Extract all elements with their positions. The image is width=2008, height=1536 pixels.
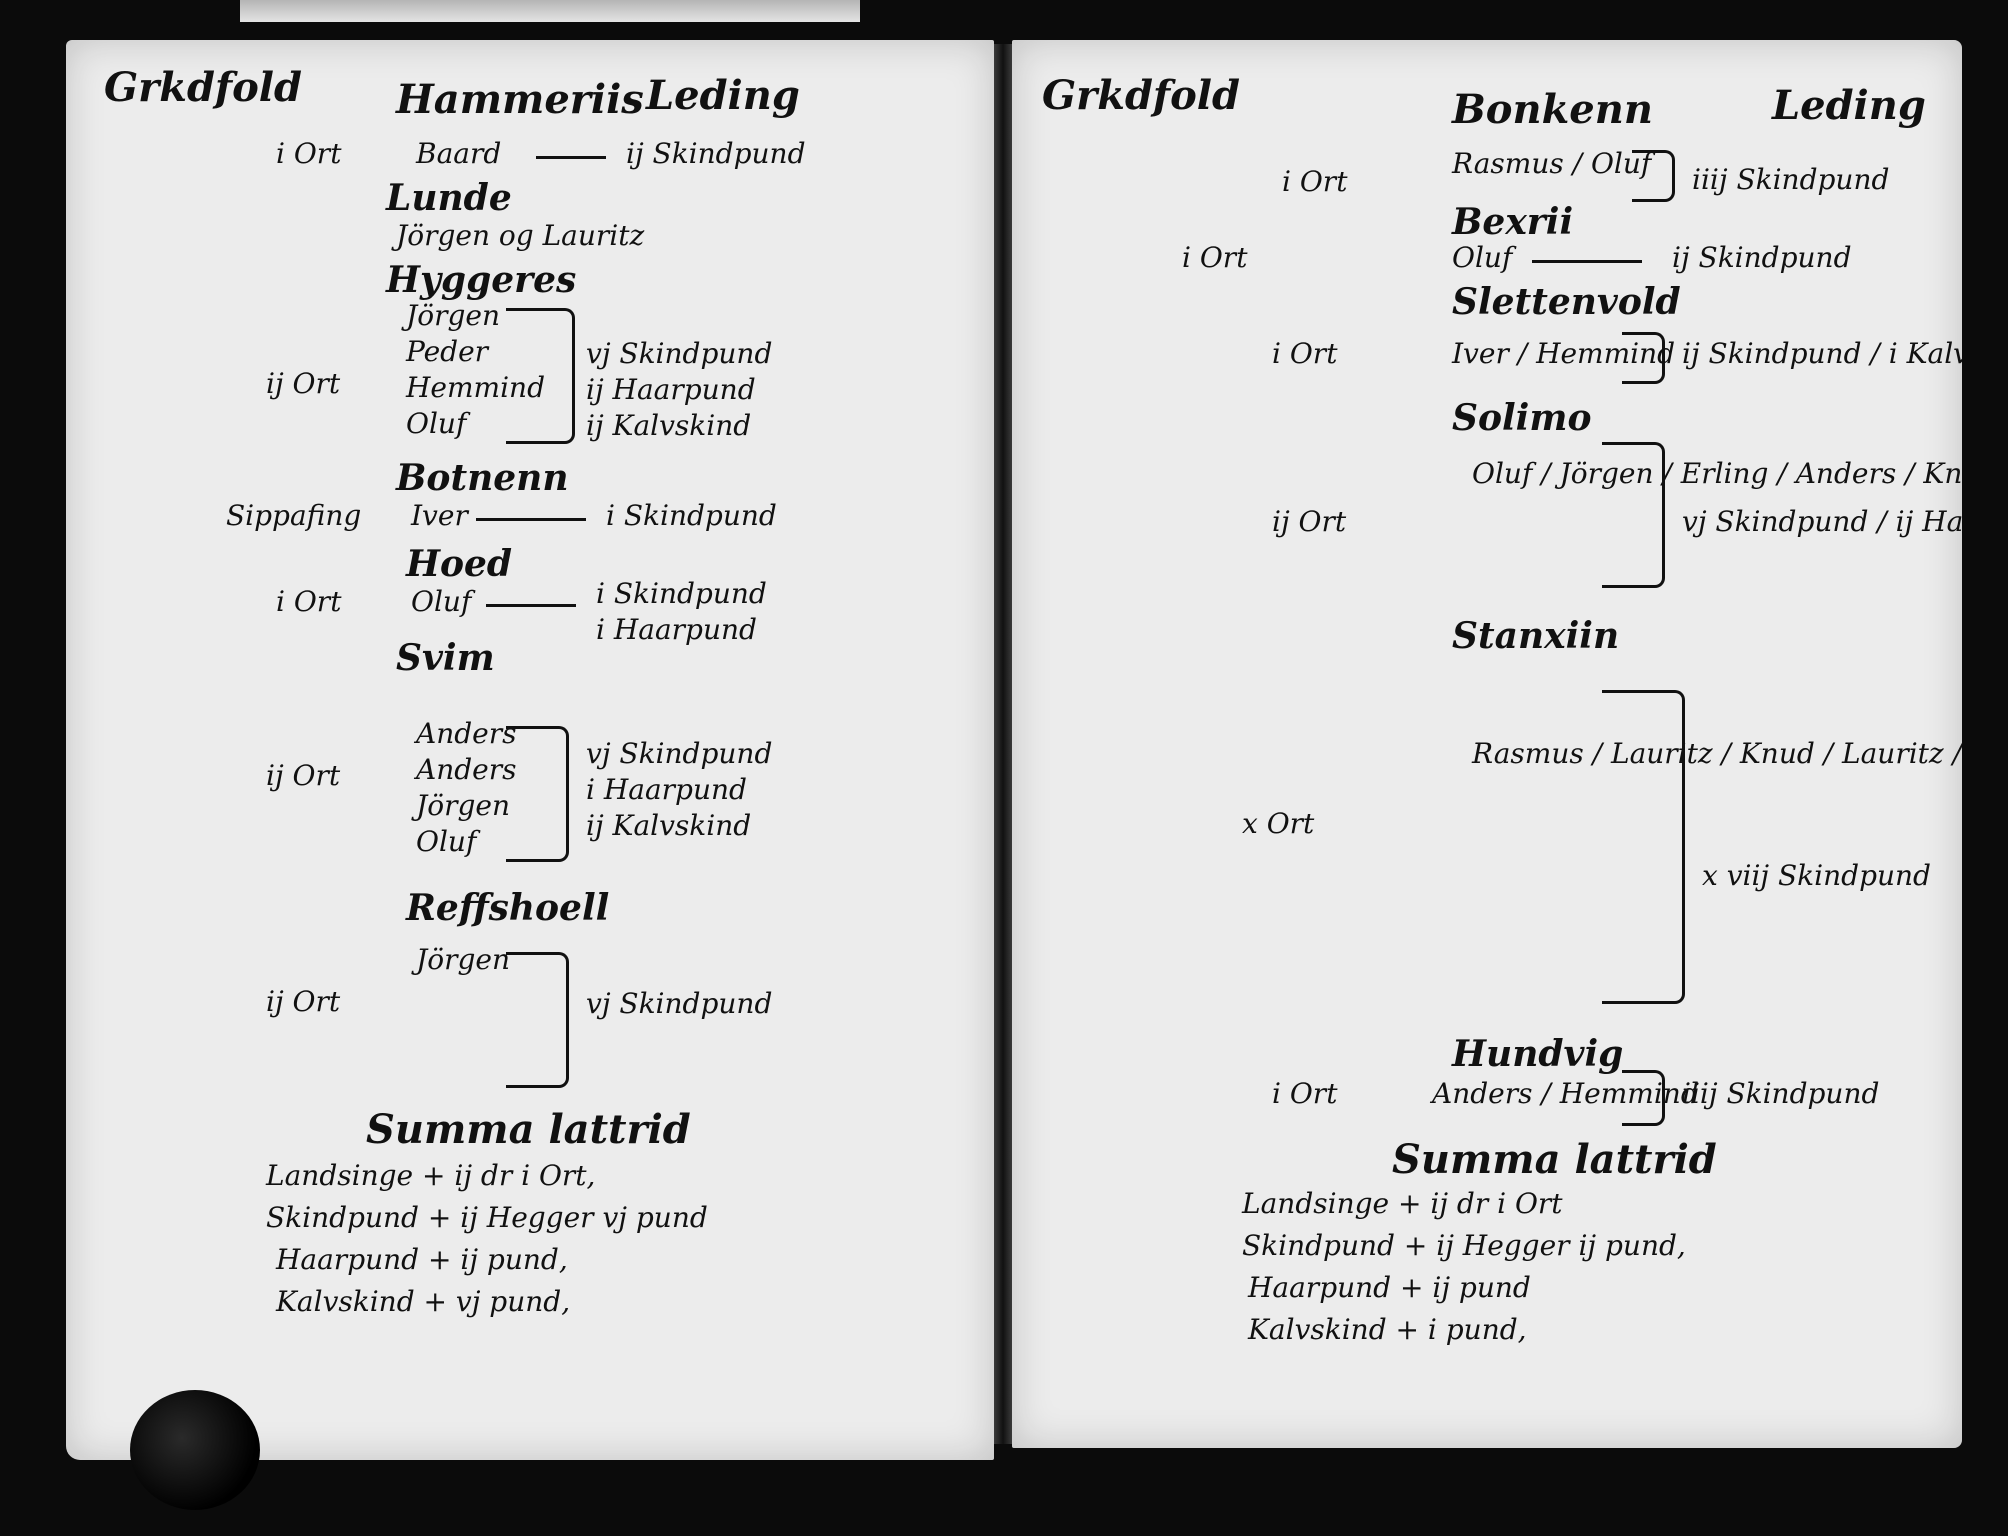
right-corner-heading: Grkdfold (1042, 72, 1240, 119)
left-amount-8: i Ort (276, 585, 342, 618)
left-name-1: Jörgen og Lauritz (396, 219, 645, 252)
right-place-1: Bexrii (1452, 201, 1574, 243)
left-value-7: i Skindpund (606, 499, 777, 532)
right-name-0: Rasmus / Oluf (1452, 147, 1652, 180)
right-rule-1 (1532, 260, 1642, 263)
right-summary-line-0: Landsinge + ij dr i Ort (1242, 1187, 1563, 1220)
left-corner-heading: Grkdfold (104, 64, 302, 111)
left-name-0: Baard (416, 137, 502, 170)
left-rule-8 (486, 604, 576, 607)
right-name-2: Iver / Hemmind (1452, 337, 1676, 370)
left-name-8: Oluf (411, 585, 472, 618)
right-value-2: ij Skindpund / i Kalvskind (1682, 337, 1962, 370)
left-value-10: vj Skindpund (586, 737, 773, 770)
left-title-leding: Leding (646, 72, 800, 119)
right-amount-3: ij Ort (1272, 505, 1347, 538)
right-title-leding: Leding (1772, 82, 1926, 129)
left-summary-line-1: Skindpund + ij Hegger vj pund (266, 1201, 708, 1234)
left-value-8: i Skindpund (596, 577, 767, 610)
left-place-9: Svim (396, 637, 495, 679)
right-amount-5: i Ort (1272, 1077, 1338, 1110)
right-amount-0: i Ort (1282, 165, 1348, 198)
left-title-place: Hammeriis (396, 76, 644, 123)
right-name-3: Oluf / Jörgen / Erling / Anders / Knud (1472, 457, 1962, 490)
left-name-5: Oluf (406, 407, 467, 440)
left-name-3: Peder (406, 335, 489, 368)
right-summary-line-3: Kalvskind + i pund, (1248, 1313, 1527, 1346)
left-place-2: Hyggeres (386, 259, 577, 301)
left-summary-line-2: Haarpund + ij pund, (276, 1243, 568, 1276)
right-place-5: Hundvig (1452, 1033, 1624, 1075)
left-brace-15 (506, 952, 569, 1088)
left-name-10: Anders (416, 717, 517, 750)
left-page: Grkdfold Hammeriis Leding i Ort Baard ij… (66, 40, 994, 1460)
right-value-5: iiij Skindpund (1682, 1077, 1880, 1110)
left-amount-0: i Ort (276, 137, 342, 170)
left-value-11: i Haarpund (586, 773, 747, 806)
right-place-3: Solimo (1452, 397, 1592, 439)
right-page: Grkdfold Bonkenn Leding i Ort Rasmus / O… (1012, 40, 1962, 1448)
right-value-1: ij Skindpund (1672, 241, 1852, 274)
left-place-1: Lunde (386, 177, 512, 219)
right-value-4: x viij Skindpund (1702, 859, 1931, 892)
left-name-7: Iver (411, 499, 468, 532)
right-name-4: Rasmus / Lauritz / Knud / Lauritz / Knud… (1472, 737, 1962, 770)
right-name-5: Anders / Hemmind (1432, 1077, 1699, 1110)
left-name-13: Oluf (416, 825, 477, 858)
left-place-6: Botnenn (396, 457, 569, 499)
left-summary-line-0: Landsinge + ij dr i Ort, (266, 1159, 596, 1192)
left-summary-heading: Summa lattrid (366, 1106, 691, 1153)
right-summary-line-1: Skindpund + ij Hegger ij pund, (1242, 1229, 1686, 1262)
right-amount-4: x Ort (1242, 807, 1315, 840)
left-value-2: vj Skindpund (586, 337, 773, 370)
left-value-15: vj Skindpund (586, 987, 773, 1020)
left-brace-10 (506, 726, 569, 862)
left-name-4: Hemmind (406, 371, 546, 404)
right-summary-line-2: Haarpund + ij pund (1248, 1271, 1531, 1304)
left-value-0: ij Skindpund (626, 137, 806, 170)
left-amount-15: ij Ort (266, 985, 341, 1018)
right-place-4: Stanxiin (1452, 615, 1620, 657)
left-amount-7: Sippafing (226, 499, 362, 532)
right-amount-1: i Ort (1182, 241, 1248, 274)
right-brace-4 (1602, 690, 1685, 1004)
right-amount-2: i Ort (1272, 337, 1338, 370)
right-title-place: Bonkenn (1452, 86, 1653, 133)
left-place-8: Hoed (406, 543, 513, 585)
left-rule-0 (536, 156, 606, 159)
binding-stain (240, 0, 860, 22)
right-value-3: vj Skindpund / ij Haarpund (1682, 505, 1962, 538)
right-value-0: iiij Skindpund (1692, 163, 1890, 196)
left-amount-10: ij Ort (266, 759, 341, 792)
right-brace-0 (1632, 150, 1675, 202)
thumb-shadow (130, 1390, 260, 1510)
left-summary-line-3: Kalvskind + vj pund, (276, 1285, 571, 1318)
left-value-4: ij Kalvskind (586, 409, 752, 442)
left-brace-2 (506, 308, 575, 444)
book-gutter (994, 44, 1012, 1444)
right-name-1: Oluf (1452, 241, 1513, 274)
right-brace-2 (1622, 332, 1665, 384)
left-value-3: ij Haarpund (586, 373, 756, 406)
left-place-14: Reffshoell (406, 887, 610, 929)
right-brace-5 (1622, 1070, 1665, 1126)
left-name-15: Jörgen (416, 943, 510, 976)
left-amount-2: ij Ort (266, 367, 341, 400)
left-name-2: Jörgen (406, 299, 500, 332)
left-value-9: i Haarpund (596, 613, 757, 646)
right-place-2: Slettenvold (1452, 281, 1681, 323)
right-brace-3 (1602, 442, 1665, 588)
left-value-12: ij Kalvskind (586, 809, 752, 842)
right-summary-heading: Summa lattrid (1392, 1136, 1717, 1183)
left-rule-7 (476, 518, 586, 521)
left-name-11: Anders (416, 753, 517, 786)
left-name-12: Jörgen (416, 789, 510, 822)
